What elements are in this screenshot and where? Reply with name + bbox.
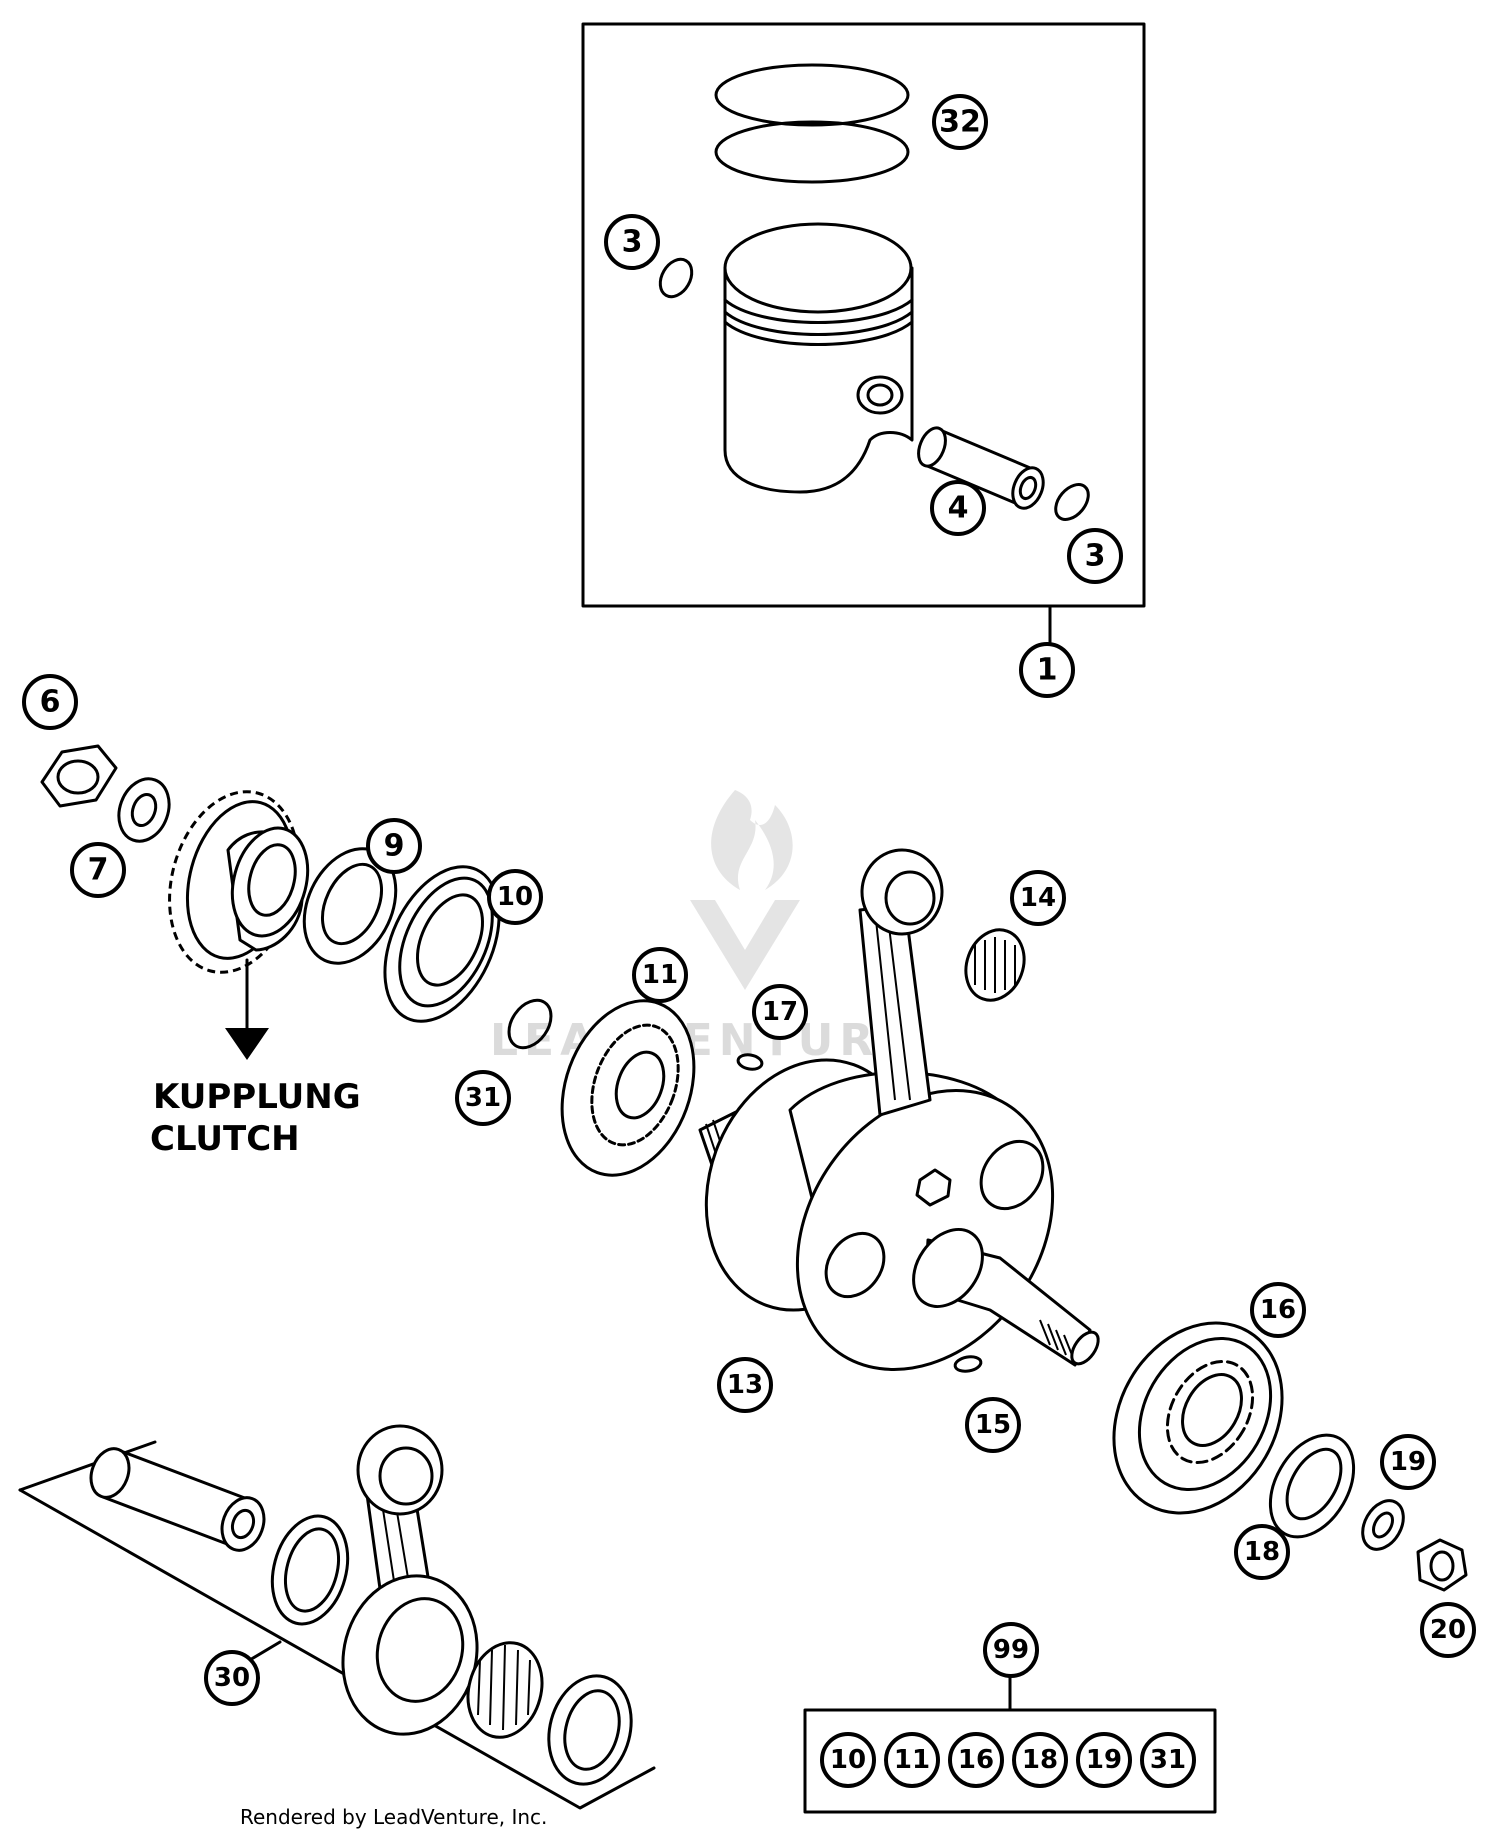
callout-16: 16 (1250, 1282, 1306, 1338)
callout-99: 99 (983, 1622, 1039, 1678)
shaft-seal-right (1268, 1433, 1356, 1539)
crankshaft (698, 848, 1100, 1371)
spacer-ring (302, 847, 398, 965)
credit-text: Rendered by LeadVenture, Inc. (240, 1805, 547, 1829)
kit-item-19: 19 (1076, 1732, 1132, 1788)
svg-text:11: 11 (894, 1745, 930, 1775)
callout-10: 10 (487, 869, 543, 925)
svg-text:19: 19 (1390, 1447, 1426, 1477)
svg-text:10: 10 (497, 882, 533, 912)
circlip-left (658, 257, 694, 299)
label-clutch: CLUTCH (150, 1119, 300, 1159)
clutch-arrow (225, 958, 269, 1060)
watermark: LEADVENTURE (490, 790, 915, 1066)
nut-right (1416, 1538, 1468, 1592)
svg-text:31: 31 (1150, 1745, 1186, 1775)
washer-right (1361, 1499, 1405, 1551)
piston-rings (714, 63, 910, 184)
kit-item-31: 31 (1140, 1732, 1196, 1788)
svg-text:4: 4 (948, 491, 969, 526)
svg-text:3: 3 (622, 225, 643, 260)
svg-text:9: 9 (384, 829, 405, 864)
watermark-flame-icon (711, 790, 793, 890)
svg-text:17: 17 (762, 997, 798, 1027)
watermark-v-mark (690, 900, 800, 990)
needle-bearing-small-end (964, 928, 1026, 1002)
watermark-text: LEADVENTURE (490, 1015, 915, 1066)
nut (40, 744, 118, 808)
svg-text:7: 7 (88, 853, 109, 888)
svg-text:18: 18 (1244, 1537, 1280, 1567)
callout-7: 7 (70, 842, 126, 898)
gasket-kit-box (803, 1670, 1217, 1814)
svg-text:16: 16 (958, 1745, 994, 1775)
callout-32: 32 (932, 94, 988, 150)
primary-gear (168, 790, 310, 974)
svg-text:14: 14 (1020, 883, 1056, 913)
svg-text:32: 32 (939, 105, 981, 140)
callout-3-bottom: 3 (1067, 528, 1123, 584)
callout-19: 19 (1380, 1434, 1436, 1490)
o-ring (507, 998, 553, 1050)
woodruff-key-right (953, 1355, 983, 1373)
svg-text:6: 6 (40, 685, 61, 720)
svg-text:16: 16 (1260, 1295, 1296, 1325)
svg-text:19: 19 (1086, 1745, 1122, 1775)
svg-text:18: 18 (1022, 1745, 1058, 1775)
main-bearing-left (560, 999, 696, 1177)
svg-text:3: 3 (1085, 539, 1106, 574)
callout-6: 6 (22, 674, 78, 730)
svg-text:31: 31 (465, 1083, 501, 1113)
svg-text:11: 11 (642, 960, 678, 990)
svg-text:30: 30 (214, 1663, 250, 1693)
callout-1: 1 (1019, 642, 1075, 698)
washer (117, 777, 171, 843)
piston-pin (917, 426, 1045, 510)
shaft-seal (383, 865, 501, 1023)
callout-13: 13 (717, 1357, 773, 1413)
piston-kit-box (581, 22, 1146, 644)
kit-item-10: 10 (820, 1732, 876, 1788)
svg-text:99: 99 (993, 1635, 1029, 1665)
callout-14: 14 (1010, 870, 1066, 926)
callout-30: 30 (204, 1650, 260, 1706)
piston (723, 222, 914, 494)
label-kupplung: KUPPLUNG (153, 1077, 361, 1117)
callout-20: 20 (1420, 1602, 1476, 1658)
woodruff-key-left (736, 1053, 764, 1071)
kit-item-16: 16 (948, 1732, 1004, 1788)
callout-18: 18 (1234, 1524, 1290, 1580)
callout-4: 4 (930, 480, 986, 536)
kit-item-18: 18 (1012, 1732, 1068, 1788)
conrod-kit (18, 1424, 656, 1810)
circlip-right (1054, 483, 1090, 521)
svg-text:20: 20 (1430, 1615, 1466, 1645)
callout-11: 11 (632, 947, 688, 1003)
callout-9: 9 (366, 818, 422, 874)
main-bearing-right (1112, 1321, 1284, 1515)
svg-text:10: 10 (830, 1745, 866, 1775)
callout-17: 17 (752, 984, 808, 1040)
svg-text:1: 1 (1037, 653, 1058, 688)
callout-31: 31 (455, 1070, 511, 1126)
kit-item-11: 11 (884, 1732, 940, 1788)
callout-15: 15 (965, 1397, 1021, 1453)
callout-3-top: 3 (604, 214, 660, 270)
svg-text:13: 13 (727, 1370, 763, 1400)
svg-text:15: 15 (975, 1410, 1011, 1440)
